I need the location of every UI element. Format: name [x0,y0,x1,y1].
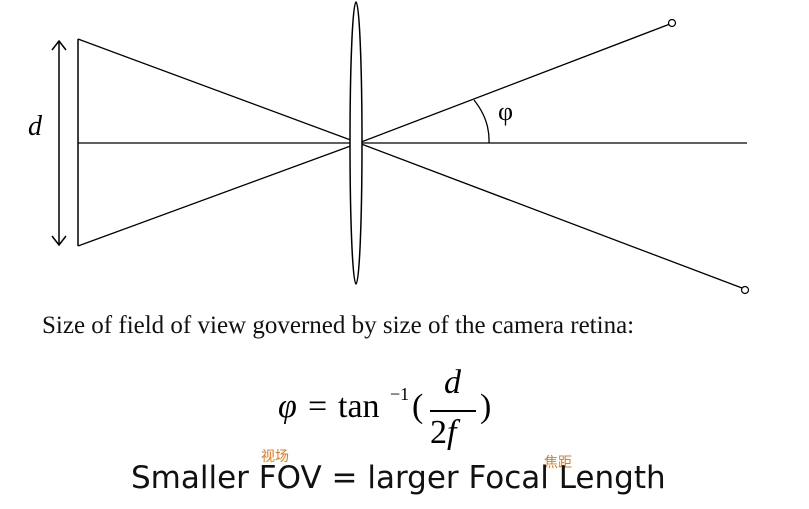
formula-close-paren: ) [480,388,492,425]
formula-open-paren: ( [412,388,424,425]
ray-bottom-left [77,143,357,247]
ray-top-right [355,23,671,145]
angle-arc [473,99,490,144]
arrowhead-bottom [51,235,67,247]
ray-top-left [77,38,357,143]
focal-length-chinese-annotation: 焦距 [544,455,572,471]
fraction-bar [430,410,476,412]
endpoint-top-right [667,18,677,28]
fov-chinese-annotation: 视场 [261,449,289,465]
angle-phi-label: φ [498,97,513,126]
denominator-coeff: 2 [430,414,447,451]
caption-text: Size of field of view governed by size o… [42,312,635,339]
endpoint-bottom-right [740,285,750,295]
fov-focal-statement: Smaller FOV = larger Focal Length [131,460,666,496]
lens [349,1,363,285]
lens-diagram: d φ [28,1,750,295]
formula-exponent: −1 [390,384,410,404]
d-label: d [28,111,43,142]
arrowhead-top [51,39,67,51]
formula-equals: = [308,388,328,425]
formula-numerator: d [444,364,461,401]
formula-tan: tan [338,388,380,425]
denominator-var: f [447,414,457,451]
formula-denominator: 2f [430,414,456,452]
ray-bottom-right [355,141,743,289]
formula-phi: φ [278,388,297,425]
